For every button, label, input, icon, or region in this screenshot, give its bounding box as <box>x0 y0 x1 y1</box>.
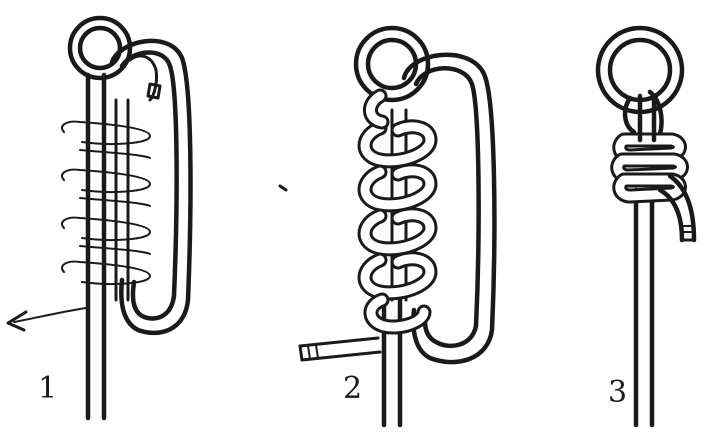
step-label-3: 3 <box>608 375 627 410</box>
knot-body-3 <box>618 92 682 196</box>
ink-dot <box>280 186 286 190</box>
pull-arrow <box>8 308 86 330</box>
panel-3: 3 <box>598 28 694 425</box>
coil-wraps-2 <box>365 96 430 327</box>
standing-rope-3 <box>636 190 652 425</box>
loop-1 <box>112 41 190 333</box>
rope-tail-2 <box>300 338 380 360</box>
panel-2: 2 <box>300 28 494 425</box>
step-label-2: 2 <box>343 371 362 406</box>
panel-1: 1 <box>8 18 190 418</box>
step-label-1: 1 <box>38 371 57 406</box>
